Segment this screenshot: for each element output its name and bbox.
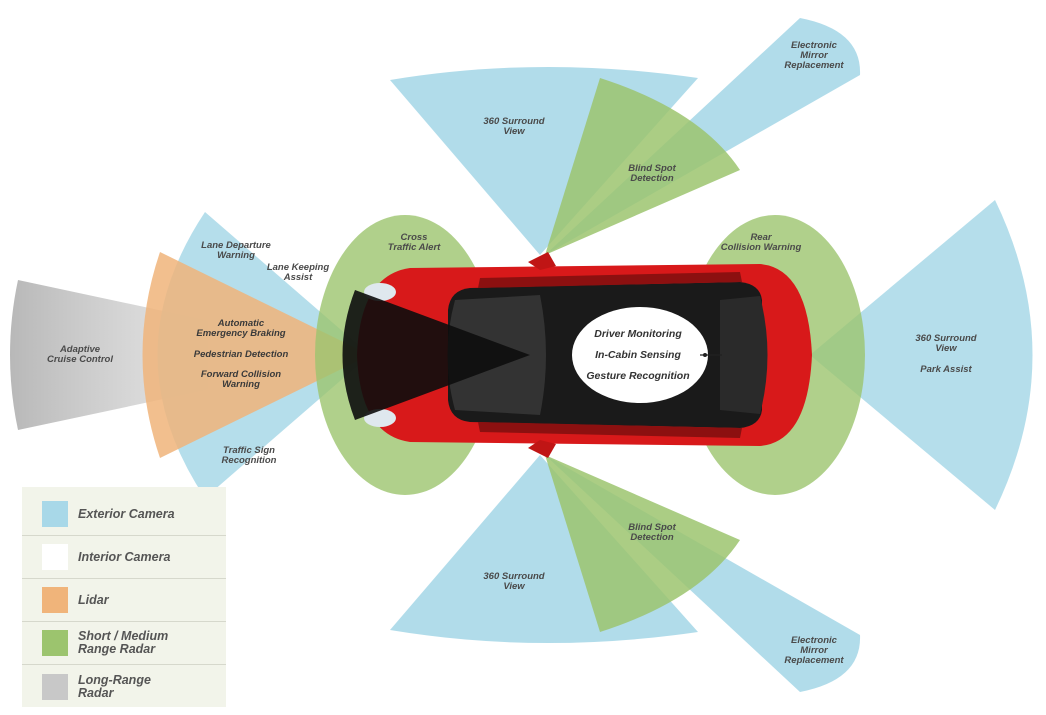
label-driver-monitoring: Driver Monitoring — [594, 328, 682, 340]
legend-label: Long-Range Radar — [78, 672, 151, 700]
forward-camera-cone — [342, 290, 530, 420]
side-trim-top — [478, 272, 742, 288]
label-line: Forward Collision — [201, 369, 281, 380]
label-line: Pedestrian Detection — [194, 349, 289, 360]
label-line: Replacement — [784, 60, 844, 71]
label-line: Traffic Alert — [388, 242, 441, 253]
legend-item-interior-camera: Interior Camera — [22, 536, 226, 579]
mirror-top — [528, 252, 556, 270]
label-line: Detection — [630, 173, 673, 184]
legend-swatch — [42, 630, 68, 656]
label-line: 360 Surround — [915, 333, 976, 344]
label-line: Adaptive — [59, 344, 101, 355]
label-line: Traffic Sign — [223, 445, 275, 456]
label-line: View — [503, 126, 525, 137]
label-line: Warning — [217, 250, 255, 261]
legend-swatch — [42, 544, 68, 570]
label-line: Blind Spot — [628, 163, 676, 174]
label-line: Assist — [283, 272, 313, 283]
legend-swatch — [42, 501, 68, 527]
label-line: Detection — [630, 532, 673, 543]
blind-spot-radar-bottom-zone — [545, 455, 740, 632]
label-line: View — [935, 343, 957, 354]
label-line: Rear — [750, 232, 772, 243]
lidar-zone — [142, 252, 370, 458]
label-line: Electronic — [791, 635, 838, 646]
label-park-assist: Park Assist — [920, 364, 972, 375]
surround-camera-rear-zone — [810, 200, 1033, 510]
label-line: Collision Warning — [721, 242, 802, 253]
legend-item-short-medium-radar: Short / Medium Range Radar — [22, 622, 226, 665]
label-line: 360 Surround — [483, 571, 544, 582]
label-line: 360 Surround — [483, 116, 544, 127]
interior-camera-zone — [572, 307, 708, 403]
label-line: Cross — [401, 232, 428, 243]
legend-label: Exterior Camera — [78, 506, 175, 521]
label-line: Replacement — [784, 655, 844, 666]
label-line: Emergency Braking — [196, 328, 285, 339]
side-trim-bottom — [478, 422, 742, 438]
label-line: View — [503, 581, 525, 592]
blind-spot-radar-top-zone — [545, 78, 740, 255]
label-line: Mirror — [800, 50, 829, 61]
legend-label: Interior Camera — [78, 549, 171, 564]
legend-swatch — [42, 587, 68, 613]
legend: Exterior Camera Interior Camera Lidar Sh… — [22, 487, 226, 707]
label-line: Park Assist — [920, 364, 972, 375]
label-line: Recognition — [222, 455, 277, 466]
legend-label: Short / Medium Range Radar — [78, 629, 169, 656]
legend-item-lidar: Lidar — [22, 579, 226, 622]
label-pedestrian: Pedestrian Detection — [194, 349, 289, 360]
label-line: Cruise Control — [47, 354, 113, 365]
label-line: Electronic — [791, 40, 838, 51]
mirror-bottom — [528, 440, 556, 458]
label-line: Blind Spot — [628, 522, 676, 533]
interior-camera-dot — [703, 353, 707, 357]
legend-swatch — [42, 673, 68, 700]
legend-label: Lidar — [78, 592, 109, 607]
label-line: Mirror — [800, 645, 829, 656]
legend-item-exterior-camera: Exterior Camera — [22, 493, 226, 536]
legend-item-long-range-radar: Long-Range Radar — [22, 665, 226, 708]
label-line: Automatic — [217, 318, 265, 329]
label-in-cabin: In-Cabin Sensing — [595, 349, 681, 361]
label-gesture: Gesture Recognition — [586, 370, 689, 382]
label-line: Warning — [222, 379, 260, 390]
rear-window — [720, 296, 768, 414]
label-line: Lane Keeping — [267, 262, 329, 273]
label-line: Lane Departure — [201, 240, 271, 251]
